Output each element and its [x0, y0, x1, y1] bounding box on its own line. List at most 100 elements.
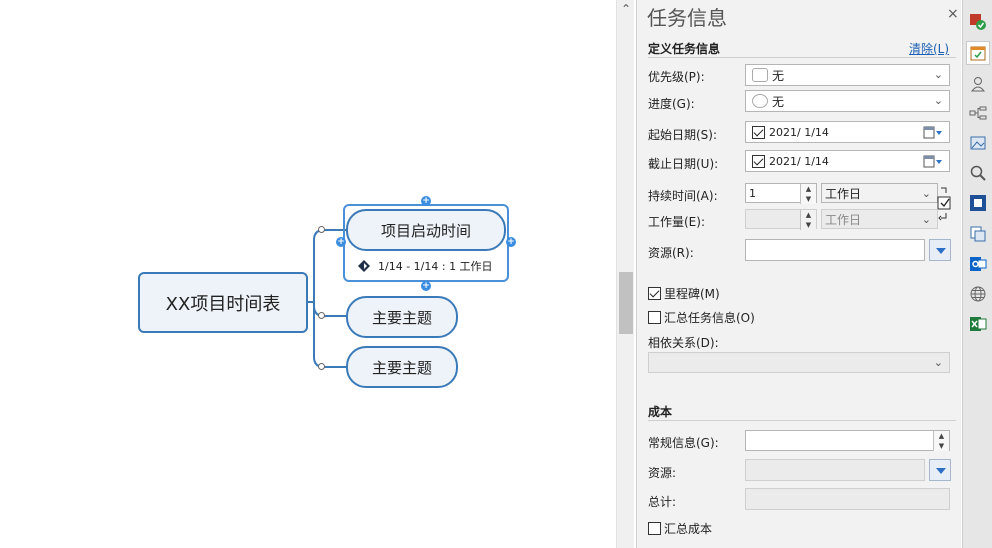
duration-spinner[interactable]: ▲▼: [800, 184, 816, 204]
resource-label: 资源(R):: [648, 246, 694, 260]
summary-task-option[interactable]: 汇总任务信息(O): [648, 309, 755, 326]
copy-icon[interactable]: [966, 222, 990, 246]
fit-icon[interactable]: [966, 191, 990, 215]
collapse-dot[interactable]: [318, 312, 325, 319]
right-toolbar: [962, 0, 992, 548]
end-date-value: 2021/ 1/14: [769, 154, 829, 168]
topic-main-2[interactable]: 主要主题: [346, 346, 458, 388]
task-info-panel: 任务信息 × 定义任务信息 清除(L) 优先级(P): 无 ⌄ 进度(G): 无…: [636, 0, 961, 548]
divider: [648, 57, 956, 58]
central-topic-label: XX项目时间表: [165, 293, 281, 315]
duration-unit-select[interactable]: 工作日 ⌄: [821, 183, 938, 203]
chevron-down-icon: ⌄: [933, 68, 943, 81]
scroll-up-icon[interactable]: ⌃: [620, 2, 632, 16]
chevron-down-icon: ⌄: [921, 187, 931, 200]
start-date-label: 起始日期(S):: [648, 128, 718, 142]
effort-unit-value: 工作日: [825, 212, 862, 227]
duration-unit-value: 工作日: [825, 186, 862, 201]
start-date-picker[interactable]: 2021/ 1/14: [745, 121, 950, 143]
task-info-text: 1/14 - 1/14 : 1 工作日: [378, 260, 493, 273]
end-date-picker[interactable]: 2021/ 1/14: [745, 150, 950, 172]
topic-main-1[interactable]: 主要主题: [346, 296, 458, 338]
duration-value: 1: [749, 186, 756, 200]
summary-cost-label: 汇总成本: [664, 522, 713, 536]
add-topic-top-handle[interactable]: +: [421, 196, 431, 206]
cost-resource-input[interactable]: [745, 459, 925, 481]
topic-label: 项目启动时间: [380, 221, 471, 240]
resource-dropdown-button[interactable]: [929, 239, 951, 261]
resource-input[interactable]: [745, 239, 925, 261]
vertical-scrollbar[interactable]: ⌃: [616, 0, 634, 548]
task-info-icon[interactable]: [966, 41, 990, 65]
effort-unit-select[interactable]: 工作日 ⌄: [821, 209, 938, 229]
general-cost-label: 常规信息(G):: [648, 436, 719, 450]
priority-label: 优先级(P):: [648, 70, 705, 84]
add-topic-left-handle[interactable]: +: [336, 237, 346, 247]
priority-swatch-icon: [752, 68, 768, 82]
add-topic-bottom-handle[interactable]: +: [421, 281, 431, 291]
central-topic[interactable]: XX项目时间表: [138, 272, 308, 333]
cost-resource-label: 资源:: [648, 466, 677, 480]
duration-input[interactable]: 1 ▲▼: [745, 183, 817, 204]
cost-resource-dropdown-button[interactable]: [929, 459, 951, 481]
progress-label: 进度(G):: [648, 97, 695, 111]
collapse-dot[interactable]: [318, 363, 325, 370]
start-date-checkbox[interactable]: [752, 125, 765, 139]
effort-input[interactable]: ▲▼: [745, 209, 817, 230]
topic-project-start[interactable]: 项目启动时间: [346, 209, 506, 251]
start-date-value: 2021/ 1/14: [769, 125, 829, 139]
summary-cost-checkbox[interactable]: [648, 522, 661, 535]
end-date-label: 截止日期(U):: [648, 157, 719, 171]
chevron-down-icon: ⌄: [921, 213, 931, 226]
milestone-option[interactable]: 里程碑(M): [648, 285, 720, 302]
excel-icon[interactable]: [966, 312, 990, 336]
dependency-select[interactable]: ⌄: [648, 352, 950, 373]
topic-label: 主要主题: [371, 358, 432, 377]
milestone-checkbox[interactable]: [648, 287, 661, 300]
end-date-checkbox[interactable]: [752, 154, 765, 168]
progress-select[interactable]: 无 ⌄: [745, 90, 950, 112]
link-units-icon[interactable]: [937, 186, 955, 226]
calendar-icon[interactable]: [923, 155, 943, 169]
search-icon[interactable]: [966, 161, 990, 185]
image-icon[interactable]: [966, 131, 990, 155]
summary-task-label: 汇总任务信息(O): [664, 311, 755, 325]
chevron-down-icon: ⌄: [933, 356, 943, 369]
relationship-icon[interactable]: [966, 101, 990, 125]
section-cost: 成本: [648, 405, 673, 419]
general-cost-spinner[interactable]: ▲▼: [933, 431, 949, 451]
progress-swatch-icon: [752, 94, 768, 108]
resource-icon[interactable]: [966, 72, 990, 96]
calendar-icon[interactable]: [923, 126, 943, 140]
topic-label: 主要主题: [371, 308, 432, 327]
close-icon[interactable]: ×: [947, 6, 959, 22]
mindmap-canvas[interactable]: XX项目时间表 项目启动时间 1/14 - 1/14 : 1 工作日 + + +…: [0, 0, 616, 548]
effort-label: 工作量(E):: [648, 215, 705, 229]
chevron-down-icon: ⌄: [933, 94, 943, 107]
outlook-icon[interactable]: [966, 252, 990, 276]
panel-title: 任务信息: [647, 6, 727, 30]
scroll-thumb[interactable]: [619, 272, 633, 334]
clear-link[interactable]: 清除(L): [909, 42, 950, 56]
priority-select[interactable]: 无 ⌄: [745, 64, 950, 86]
progress-value: 无: [772, 94, 785, 109]
dependency-label: 相依关系(D):: [648, 336, 719, 350]
general-cost-input[interactable]: ▲▼: [745, 430, 950, 451]
summary-cost-option[interactable]: 汇总成本: [648, 520, 712, 537]
duration-label: 持续时间(A):: [648, 189, 718, 203]
summary-task-checkbox[interactable]: [648, 311, 661, 324]
total-input[interactable]: [745, 488, 950, 510]
add-topic-right-handle[interactable]: +: [506, 237, 516, 247]
divider: [648, 420, 956, 421]
section-define-task: 定义任务信息: [648, 42, 721, 56]
collapse-dot[interactable]: [318, 226, 325, 233]
milestone-label: 里程碑(M): [664, 287, 720, 301]
priority-value: 无: [772, 68, 785, 83]
format-icon[interactable]: [966, 10, 990, 34]
total-label: 总计:: [648, 495, 677, 509]
effort-spinner[interactable]: ▲▼: [800, 210, 816, 230]
task-info-row: 1/14 - 1/14 : 1 工作日: [358, 256, 504, 276]
milestone-icon: [358, 260, 370, 272]
connector-lines: [308, 229, 346, 368]
web-icon[interactable]: [966, 282, 990, 306]
